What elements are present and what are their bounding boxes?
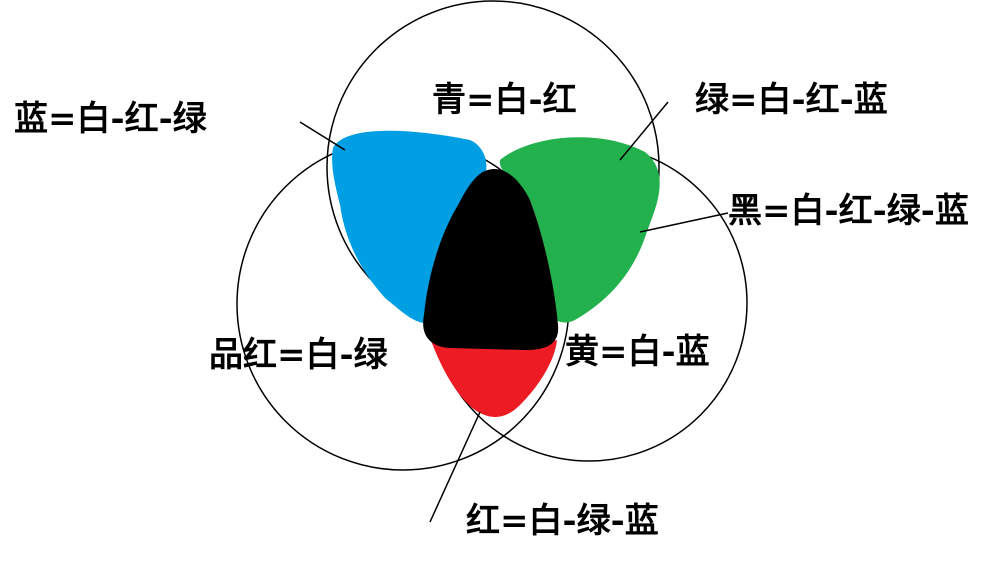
- green-label: 绿=白-红-蓝: [695, 80, 888, 120]
- green-region: [499, 137, 660, 323]
- red-region: [430, 338, 557, 417]
- green-leader-line: [619, 101, 669, 161]
- black-label: 黑=白-红-绿-蓝: [728, 191, 969, 231]
- blue-label: 蓝=白-红-绿: [14, 99, 207, 139]
- black-leader-line: [639, 212, 729, 233]
- cyan-label: 青=白-红: [432, 80, 577, 120]
- black-region: [423, 169, 559, 350]
- blue-region: [332, 130, 487, 324]
- red-leader-line: [429, 411, 481, 523]
- red-label: 红=白-绿-蓝: [466, 501, 659, 541]
- blue-leader-line: [299, 121, 346, 151]
- magenta-label: 品红=白-绿: [209, 335, 388, 375]
- yellow-label: 黄=白-蓝: [565, 332, 710, 372]
